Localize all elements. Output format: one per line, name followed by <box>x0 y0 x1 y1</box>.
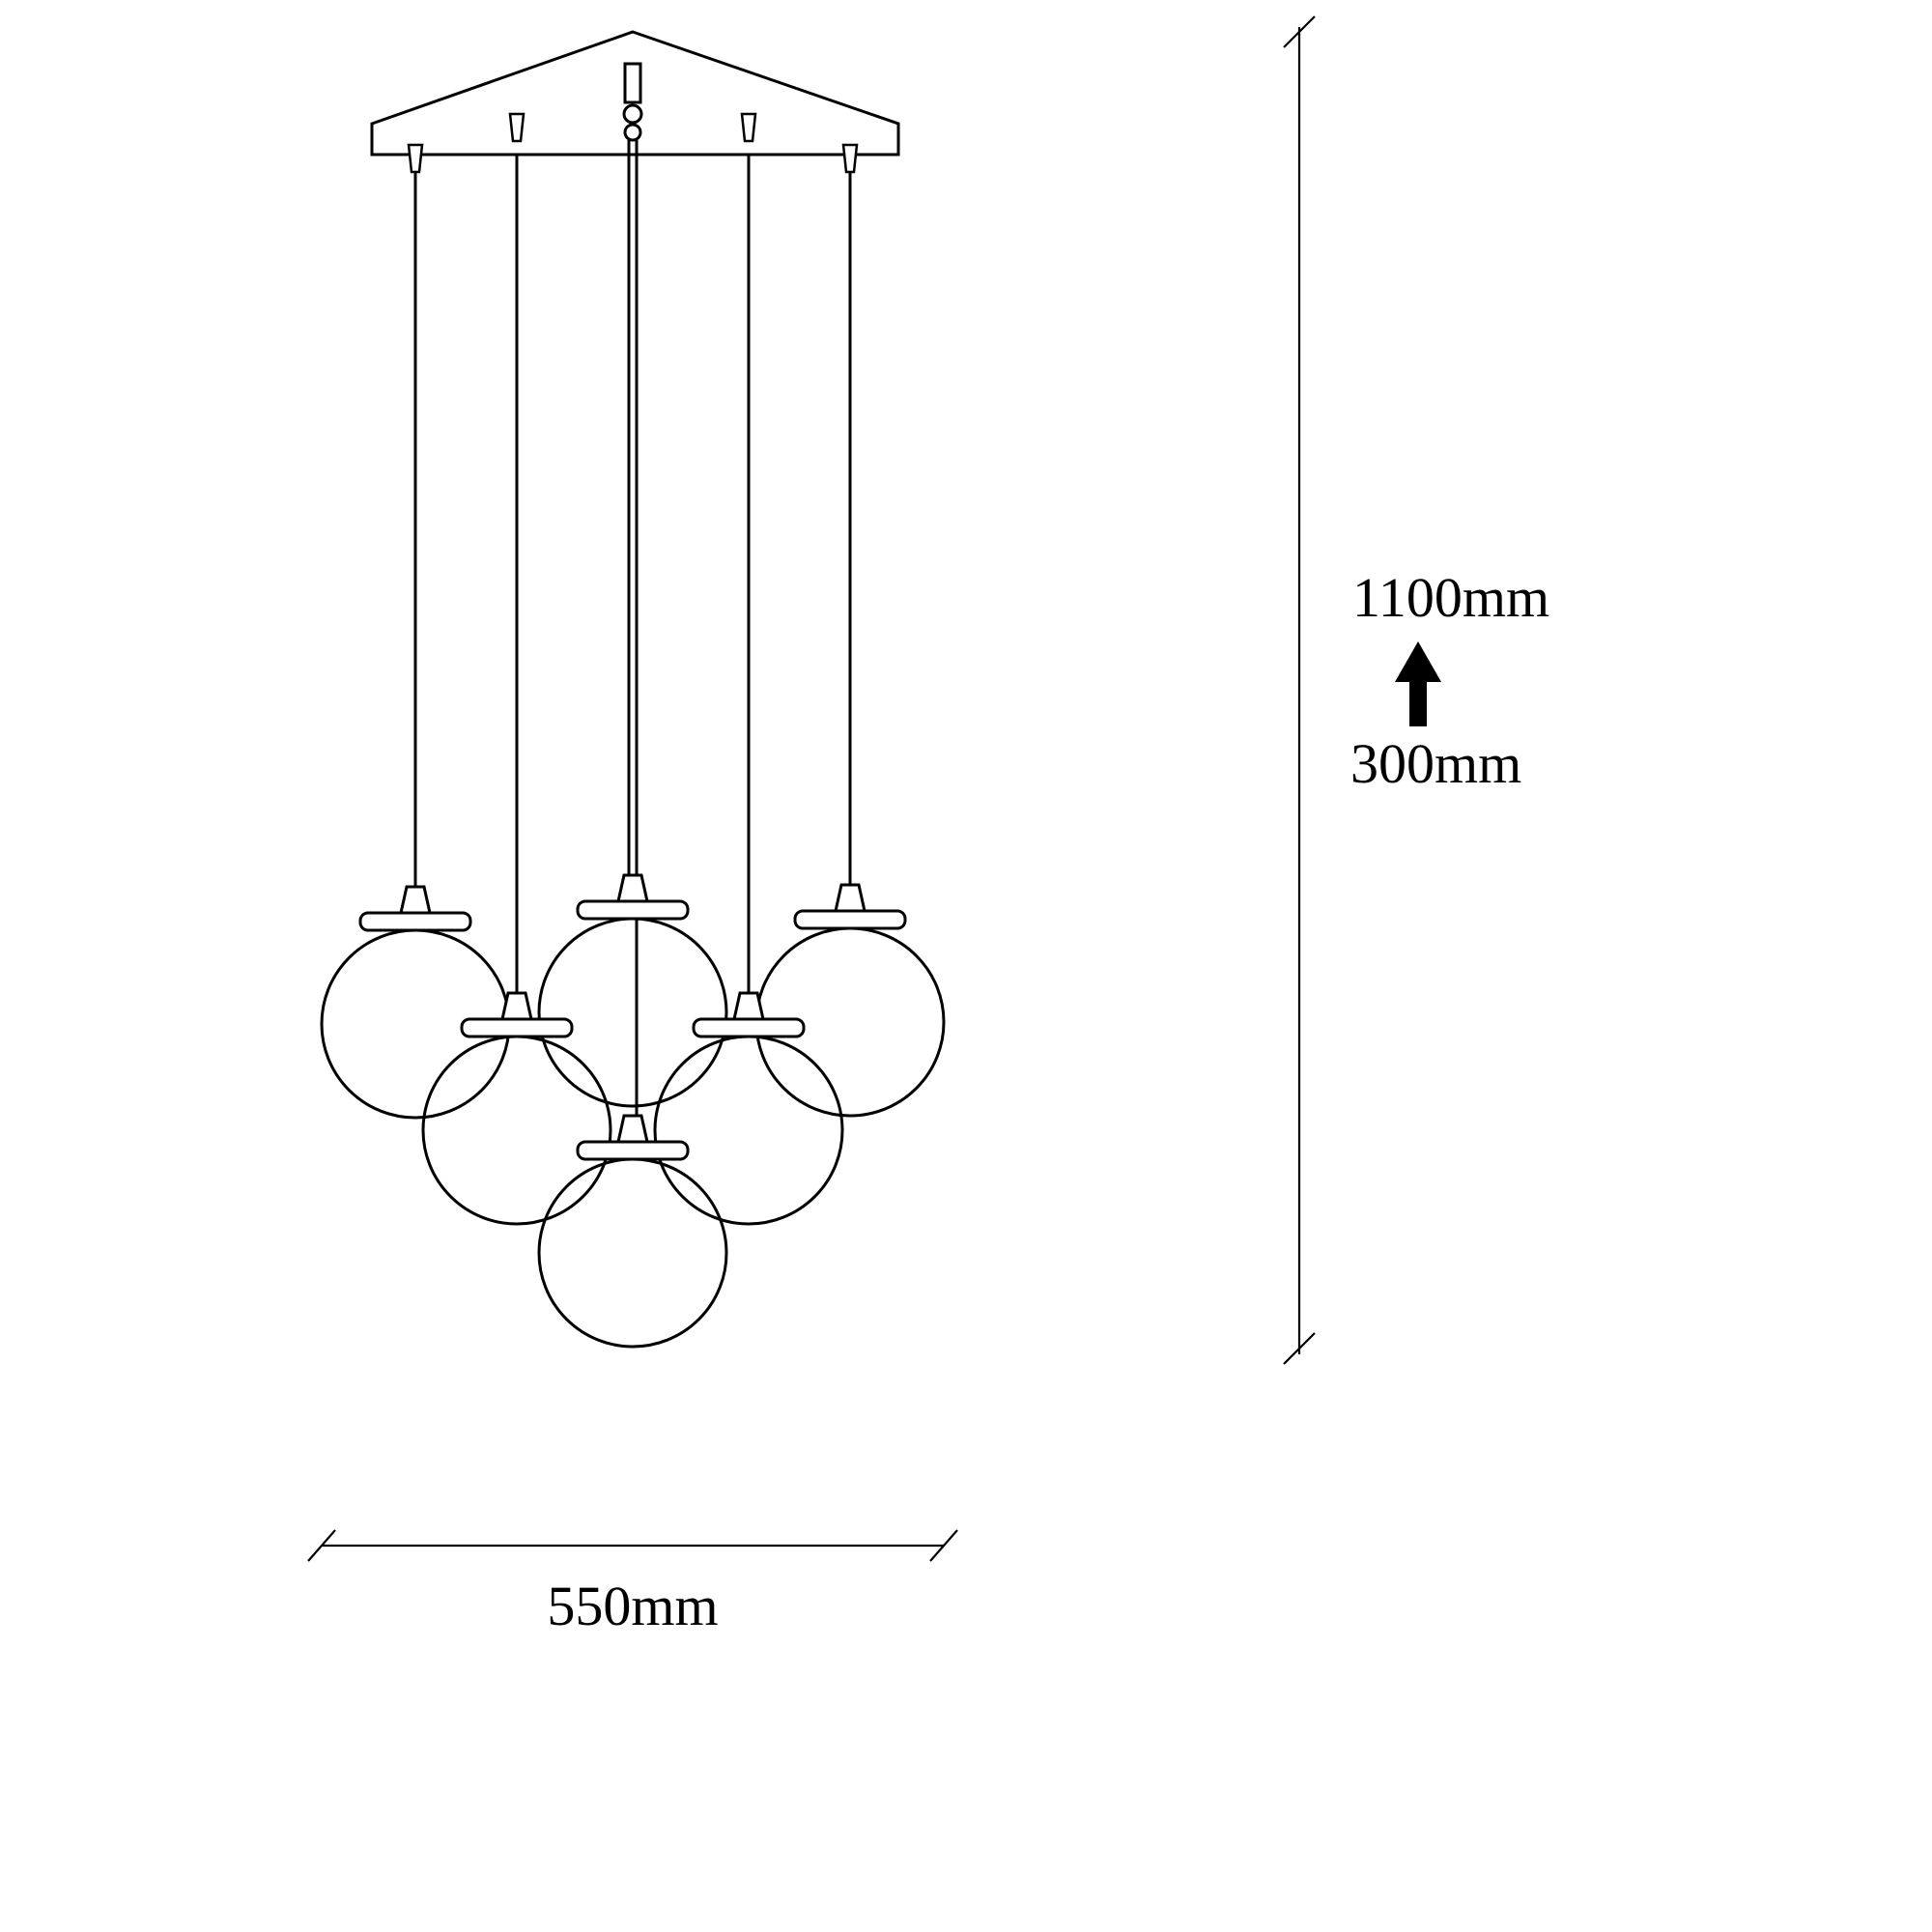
width-dimension: 550mm <box>307 1529 958 1637</box>
globe-cap <box>576 899 690 921</box>
hook-ring-top-icon <box>622 103 643 125</box>
width-tick-left <box>307 1529 336 1562</box>
globe-glass <box>421 1035 612 1226</box>
height-dimension: 1100mm 300mm <box>1283 15 1549 1365</box>
ferrule-right <box>841 143 859 174</box>
globe-bottom <box>537 1114 728 1349</box>
globe-glass <box>537 917 728 1108</box>
pendant-fixture <box>320 30 946 1349</box>
hook-ring-bottom-icon <box>623 123 642 142</box>
height-tick-bottom <box>1283 1332 1316 1365</box>
width-label: 550mm <box>547 1575 718 1637</box>
globe-glass <box>653 1035 844 1226</box>
globe-cap <box>692 1017 806 1038</box>
globe-cap <box>358 911 472 932</box>
ceiling-stem <box>623 62 642 104</box>
height-max-label: 1100mm <box>1352 566 1549 629</box>
globe-socket <box>616 1114 649 1144</box>
globe-top-center <box>537 873 728 1108</box>
arrow-up-icon <box>1395 641 1441 726</box>
globe-socket <box>732 991 765 1021</box>
width-tick-right <box>929 1529 958 1562</box>
height-min-label: 300mm <box>1350 732 1521 795</box>
globe-cap <box>460 1017 574 1038</box>
globe-top-left <box>320 885 511 1120</box>
globe-middle-left <box>421 991 612 1226</box>
globe-cap <box>576 1140 690 1161</box>
globe-socket <box>399 885 432 915</box>
globe-socket <box>616 873 649 903</box>
globe-socket <box>500 991 533 1021</box>
ferrule-mid-left <box>508 112 526 143</box>
ferrule-left <box>407 143 424 174</box>
ferrule-mid-right <box>740 112 757 143</box>
globe-glass <box>537 1157 728 1349</box>
globe-middle-right <box>653 991 844 1226</box>
globe-cap <box>793 909 907 930</box>
globe-socket <box>834 883 867 913</box>
globe-top-right <box>754 883 946 1118</box>
height-tick-top <box>1283 15 1316 48</box>
